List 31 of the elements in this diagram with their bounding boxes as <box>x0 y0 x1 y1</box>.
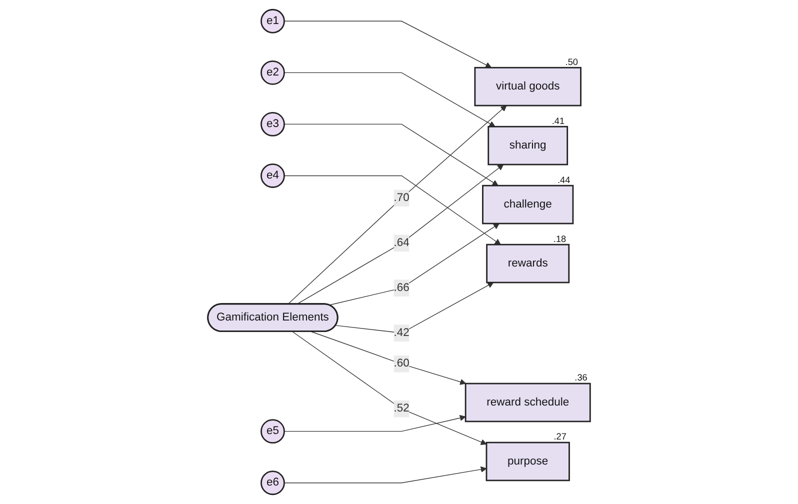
error-circle: e2 <box>260 60 285 85</box>
arrow <box>310 331 466 385</box>
r-squared-value: .18 <box>553 234 566 244</box>
r-squared-value: .27 <box>554 432 566 442</box>
variable-box: challenge <box>482 184 574 224</box>
arrow <box>288 105 507 305</box>
r-squared-value: .50 <box>565 56 578 67</box>
error-circle: e5 <box>260 419 285 444</box>
error-circle: e1 <box>260 8 285 34</box>
arrow <box>335 282 494 334</box>
arrow <box>284 466 487 484</box>
r-squared-value: .36 <box>574 372 588 383</box>
latent-ellipse: Gamification Elements <box>207 303 338 332</box>
arrow <box>292 331 487 445</box>
r-squared-value: .41 <box>552 116 565 126</box>
error-circle: e6 <box>260 470 285 496</box>
error-circle: e4 <box>260 164 285 188</box>
variable-box: rewards <box>486 244 570 284</box>
arrow <box>284 175 501 245</box>
variable-box: reward schedule <box>464 382 591 422</box>
arrow <box>284 20 492 68</box>
variable-box: virtual goods <box>474 66 582 106</box>
arrow <box>296 164 504 305</box>
arrow <box>328 223 500 306</box>
variable-box: purpose <box>486 442 570 482</box>
error-circle: e3 <box>260 112 285 136</box>
r-squared-value: .44 <box>558 174 570 185</box>
variable-box: sharing <box>488 126 568 166</box>
arrow <box>284 414 466 432</box>
arrow <box>284 124 498 186</box>
arrow <box>284 72 496 127</box>
